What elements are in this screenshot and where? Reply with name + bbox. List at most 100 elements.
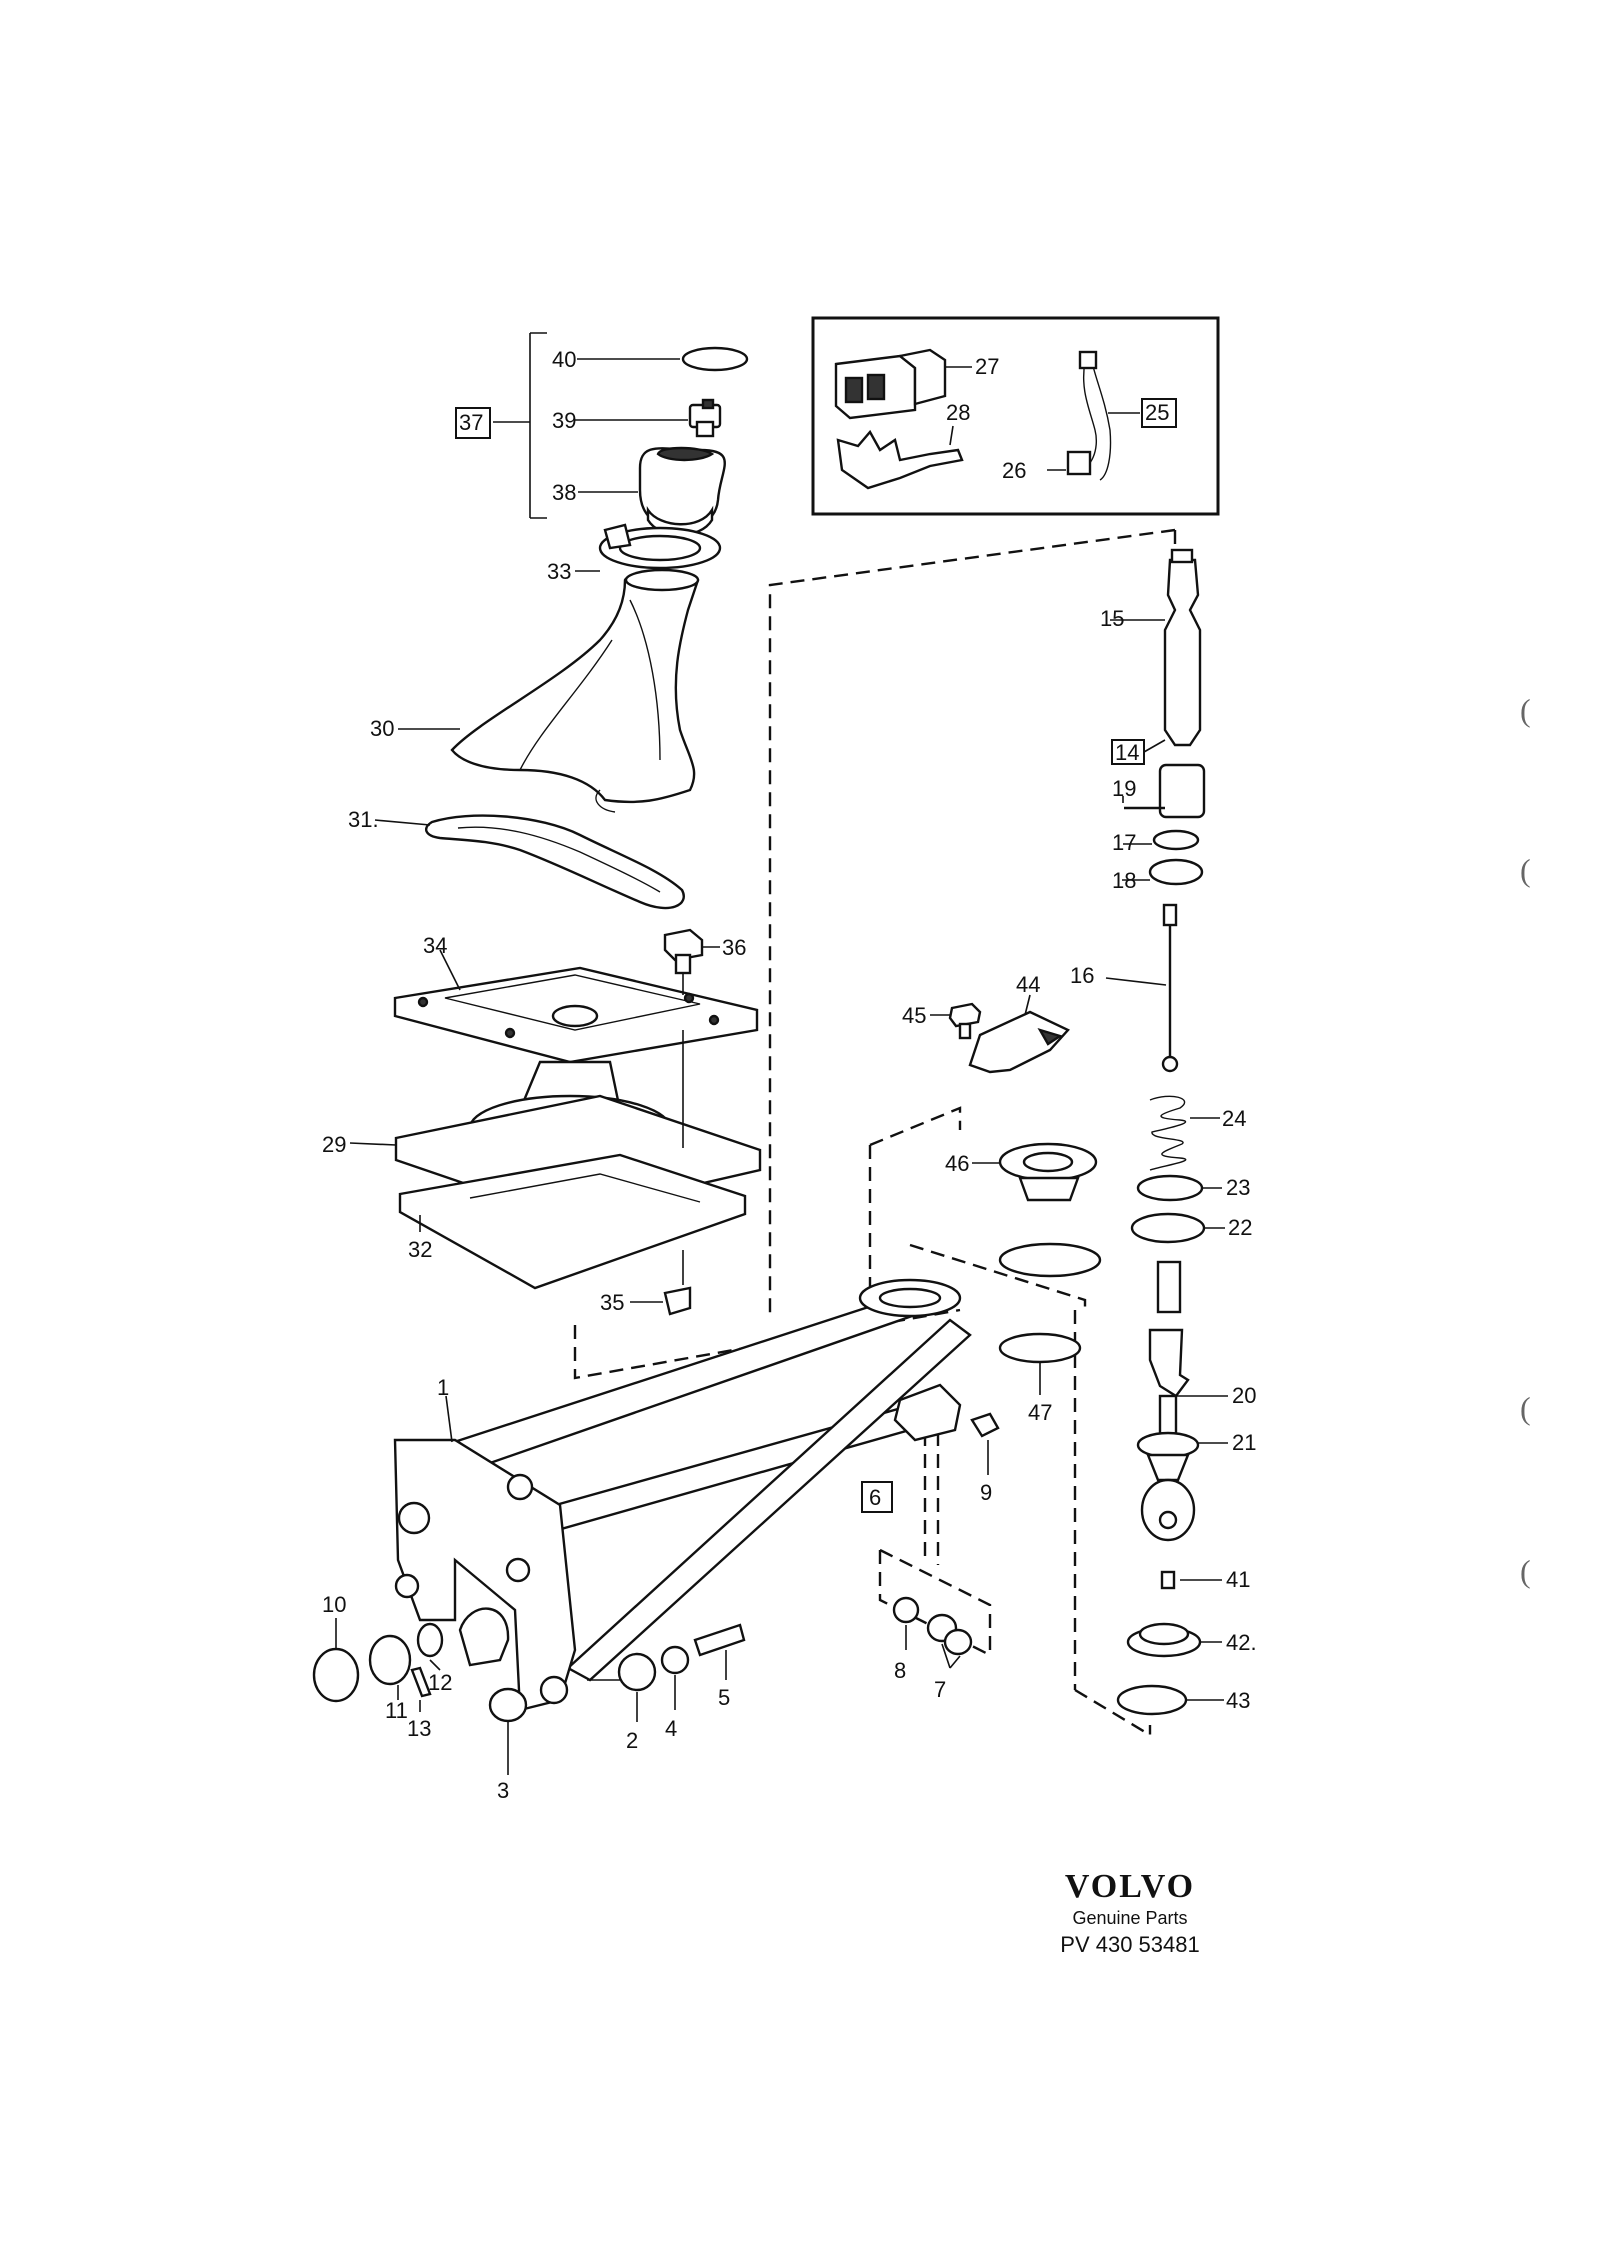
washer-22 [1130,1212,1206,1244]
callout-23: 23 [1226,1175,1250,1200]
pin-13 [410,1666,432,1698]
bolt-36 [663,928,704,975]
bolt-45 [948,1002,982,1040]
washer-17 [1152,829,1200,851]
harness-26 [1066,350,1112,481]
bush-46 [998,1142,1098,1202]
lever-1 [393,1278,972,1712]
callout-31: 31. [348,807,379,832]
spring-24 [1149,1095,1187,1171]
callout-9: 9 [980,1480,992,1505]
callout-42: 42. [1226,1630,1257,1655]
inset-box [811,316,1220,516]
bush-10 [312,1647,360,1703]
callout-26: 26 [1002,458,1026,483]
margin-mark: ( [1520,1390,1531,1426]
callout-10: 10 [322,1592,346,1617]
part-number: PV 430 53481 [1060,1932,1200,1957]
bush-7b [943,1628,973,1656]
callout-46: 46 [945,1151,969,1176]
pin-9 [970,1412,1000,1438]
joint-21 [1136,1431,1200,1542]
callout-37: 37 [459,410,483,435]
bracket-44 [968,1010,1070,1074]
ring-23 [1136,1174,1204,1202]
plate-34 [393,966,759,1064]
terminal-28 [836,429,964,490]
margin-mark: ( [1520,852,1531,888]
callout-5: 5 [718,1685,730,1710]
knob-38 [638,446,726,537]
callout-17: 17 [1112,830,1136,855]
ring-40 [681,346,749,372]
callout-4: 4 [665,1716,677,1741]
callout-8: 8 [894,1658,906,1683]
callout-11: 11 [385,1698,408,1723]
margin-mark: ( [1520,692,1531,728]
callout-30: 30 [370,716,394,741]
clip-35 [663,1286,692,1316]
shaft-20 [1148,1260,1190,1443]
ring-47 [998,1332,1082,1364]
callout-40: 40 [552,347,576,372]
sleeve-14 [1158,763,1206,819]
boot-30 [450,568,700,813]
callout-32: 32 [408,1237,432,1262]
shaft-15 [1163,548,1202,747]
callout-6: 6 [869,1485,881,1510]
callout-24: 24 [1222,1106,1246,1131]
washer-43 [1116,1684,1188,1716]
callout-14: 14 [1115,740,1139,765]
callout-45: 45 [902,1003,926,1028]
callout-36: 36 [722,935,746,960]
bolt-5 [693,1623,746,1657]
callout-7: 7 [934,1677,946,1702]
switch-39 [688,398,722,438]
ref-box-25 [1141,398,1177,428]
callout-28: 28 [946,400,970,425]
callout-3: 3 [497,1778,509,1803]
washer-12 [416,1622,444,1658]
bush-2 [617,1652,657,1692]
callout-41: 41 [1226,1567,1250,1592]
washer-4 [660,1645,690,1675]
callout-12: 12 [428,1670,452,1695]
callout-18: 18 [1112,868,1136,893]
callout-27: 27 [975,354,999,379]
callout-44: 44 [1016,972,1040,997]
frame-31 [425,814,685,910]
clamp-33 [598,523,722,570]
callout-13: 13 [407,1716,431,1741]
callout-22: 22 [1228,1215,1252,1240]
brand-subtitle: Genuine Parts [1072,1908,1188,1928]
callout-25: 25 [1145,400,1169,425]
callout-29: 29 [322,1132,346,1157]
callout-47: 47 [1028,1400,1052,1425]
callout-20: 20 [1232,1383,1256,1408]
callout-16: 16 [1070,963,1094,988]
callout-15: 15 [1100,606,1124,631]
margin-mark: ( [1520,1553,1531,1589]
nut-42 [1126,1622,1202,1658]
washer-8 [892,1596,920,1624]
ref-box-6 [861,1481,893,1513]
callout-1: 1 [437,1375,449,1400]
pad-32 [398,1153,747,1290]
callout-21: 21 [1232,1430,1256,1455]
bush-3 [488,1687,528,1723]
screw-41 [1160,1570,1176,1590]
callout-34: 34 [423,933,447,958]
callout-33: 33 [547,559,571,584]
callout-38: 38 [552,480,576,505]
bush-18 [1148,858,1204,886]
callout-39: 39 [552,408,576,433]
callout-43: 43 [1226,1688,1250,1713]
volvo-logo: VOLVO [1064,1868,1196,1905]
gasket [998,1242,1102,1278]
callout-2: 2 [626,1728,638,1753]
ref-box-37 [455,407,491,439]
bush-11 [368,1634,412,1686]
connector-27 [834,348,947,420]
rod-16 [1161,903,1179,1073]
